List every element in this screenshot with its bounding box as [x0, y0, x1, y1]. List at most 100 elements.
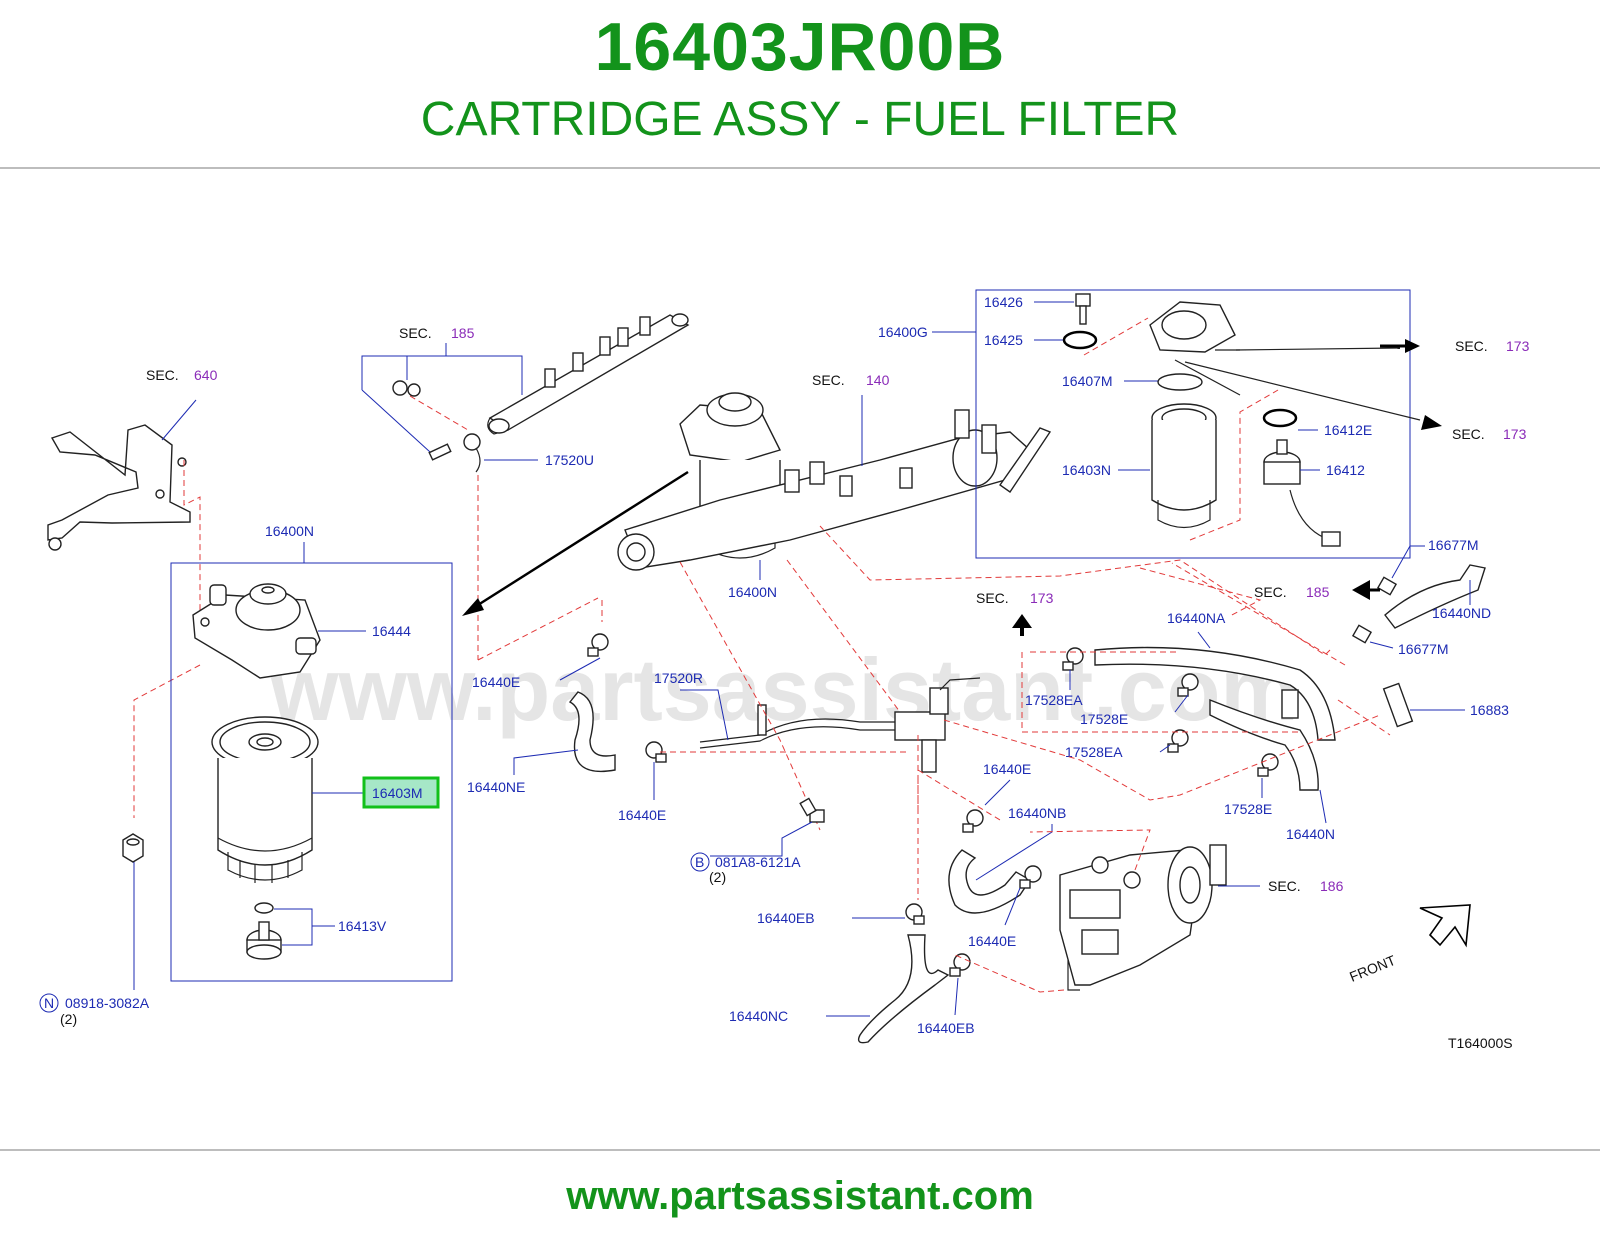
sec-label: SEC. — [1455, 338, 1488, 354]
part-number-title: 16403JR00B — [594, 9, 1006, 85]
clamp-16677M-bottom — [1351, 624, 1373, 644]
label-16403N[interactable]: 16403N — [1062, 462, 1111, 478]
bolt-081A8-part — [799, 797, 825, 823]
nut-part — [122, 833, 144, 863]
intake-manifold-part — [617, 409, 1052, 571]
pipe-17520R-part — [699, 677, 981, 773]
drain-plug-part — [246, 902, 282, 960]
label-16883[interactable]: 16883 — [1470, 702, 1509, 718]
sensor-16412-part — [1263, 439, 1341, 547]
sec-label: SEC. — [1268, 878, 1301, 894]
highlight-box-16403M — [362, 776, 440, 809]
label-16403M-highlighted[interactable]: 16403M — [372, 785, 423, 801]
sec-label: SEC. — [812, 372, 845, 388]
label-16440N-bottom[interactable]: 16440N — [1286, 826, 1335, 842]
label-17528E-2[interactable]: 17528E — [1224, 801, 1272, 817]
label-16440E-2[interactable]: 16440E — [618, 807, 666, 823]
footer-url-link[interactable]: www.partsassistant.com — [566, 1174, 1034, 1218]
part-name-subtitle: CARTRIDGE ASSY - FUEL FILTER — [420, 93, 1180, 146]
label-16440NC[interactable]: 16440NC — [729, 1008, 788, 1024]
clamp-16440E-2 — [645, 741, 667, 763]
label-16426[interactable]: 16426 — [984, 294, 1023, 310]
label-16444[interactable]: 16444 — [372, 623, 411, 639]
label-17528E-1[interactable]: 17528E — [1080, 711, 1128, 727]
label-16440EB-1[interactable]: 16440EB — [757, 910, 815, 926]
clamp-17528EA-2 — [1167, 729, 1189, 753]
label-16440E-3[interactable]: 16440E — [983, 761, 1031, 777]
label-16400G[interactable]: 16400G — [878, 324, 928, 340]
label-16425[interactable]: 16425 — [984, 332, 1023, 348]
sec-185-link[interactable]: 185 — [1306, 584, 1330, 600]
sec-label: SEC. — [1452, 426, 1485, 442]
qty-081A8: (2) — [709, 869, 726, 885]
sec-640-link[interactable]: 640 — [194, 367, 218, 383]
fuel-filter-cartridge-part — [211, 716, 319, 883]
label-16400N-top[interactable]: 16400N — [265, 523, 314, 539]
label-16440EB-2[interactable]: 16440EB — [917, 1020, 975, 1036]
circle-b-badge: B — [695, 854, 704, 870]
label-16677M-top[interactable]: 16677M — [1428, 537, 1479, 553]
fuel-rail-part — [392, 313, 690, 435]
hose-16440NA-part — [1094, 646, 1414, 791]
label-16440ND[interactable]: 16440ND — [1432, 605, 1491, 621]
sec-label: SEC. — [1254, 584, 1287, 600]
o-ring-16412E — [1262, 408, 1298, 428]
front-label: FRONT — [1347, 952, 1398, 985]
banjo-bolt-part — [428, 433, 481, 473]
sec-label: SEC. — [976, 590, 1009, 606]
label-16412[interactable]: 16412 — [1326, 462, 1365, 478]
fuel-filter-16403N-part — [1151, 403, 1217, 529]
injection-pump-part — [1059, 844, 1227, 991]
sec-173-link[interactable]: 173 — [1030, 590, 1054, 606]
clamp-16440E-4 — [1019, 865, 1042, 889]
label-16440E-4[interactable]: 16440E — [968, 933, 1016, 949]
filter-head-right-part — [1149, 301, 1241, 396]
hose-16440NC-part — [857, 934, 950, 1044]
filter-head-part — [192, 583, 321, 679]
footer-divider — [0, 1149, 1600, 1151]
front-arrow-icon — [1419, 904, 1471, 948]
sec-173-link[interactable]: 173 — [1506, 338, 1530, 354]
label-17520U[interactable]: 17520U — [545, 452, 594, 468]
clamp-16440E-3 — [962, 809, 984, 833]
diagram-code: T164000S — [1448, 1035, 1513, 1051]
bolt-16426-part — [1075, 293, 1091, 325]
label-16440NE[interactable]: 16440NE — [467, 779, 525, 795]
clamp-17528E-2 — [1257, 753, 1279, 777]
bracket-part — [47, 424, 191, 551]
label-16413V[interactable]: 16413V — [338, 918, 387, 934]
qty-08918: (2) — [60, 1011, 77, 1027]
label-17528EA-2[interactable]: 17528EA — [1065, 744, 1123, 760]
assembly-box-16400N — [170, 562, 453, 982]
label-16677M-bottom[interactable]: 16677M — [1398, 641, 1449, 657]
label-16407M[interactable]: 16407M — [1062, 373, 1113, 389]
sec-label: SEC. — [146, 367, 179, 383]
hose-16440ND-part — [1384, 564, 1486, 629]
assembly-box-16400G — [975, 289, 1411, 559]
clamp-16440E-1 — [587, 633, 609, 657]
sec-label: SEC. — [399, 325, 432, 341]
clamp-16440EB-1 — [905, 903, 925, 925]
header-divider — [0, 167, 1600, 169]
hose-16440NE-part — [568, 691, 616, 772]
sec-173-link[interactable]: 173 — [1503, 426, 1527, 442]
circle-n-badge: N — [44, 995, 54, 1011]
label-17520R[interactable]: 17520R — [654, 670, 703, 686]
label-081A8-6121A[interactable]: 081A8-6121A — [715, 854, 801, 870]
label-16440NA[interactable]: 16440NA — [1167, 610, 1226, 626]
sec-140-link[interactable]: 140 — [866, 372, 890, 388]
seal-16407M — [1157, 373, 1203, 391]
label-16440E-1[interactable]: 16440E — [472, 674, 520, 690]
label-16440NB[interactable]: 16440NB — [1008, 805, 1066, 821]
label-08918-3082A[interactable]: 08918-3082A — [65, 995, 150, 1011]
label-16412E[interactable]: 16412E — [1324, 422, 1372, 438]
clamp-17528E-1 — [1177, 673, 1199, 697]
label-17528EA-1[interactable]: 17528EA — [1025, 692, 1083, 708]
sec-186-link[interactable]: 186 — [1320, 878, 1344, 894]
o-ring-16425 — [1062, 330, 1098, 350]
label-16400N-mid[interactable]: 16400N — [728, 584, 777, 600]
sec-185-link[interactable]: 185 — [451, 325, 475, 341]
clamp-16677M-top — [1376, 576, 1398, 596]
hose-16440NB-part — [948, 849, 1031, 914]
